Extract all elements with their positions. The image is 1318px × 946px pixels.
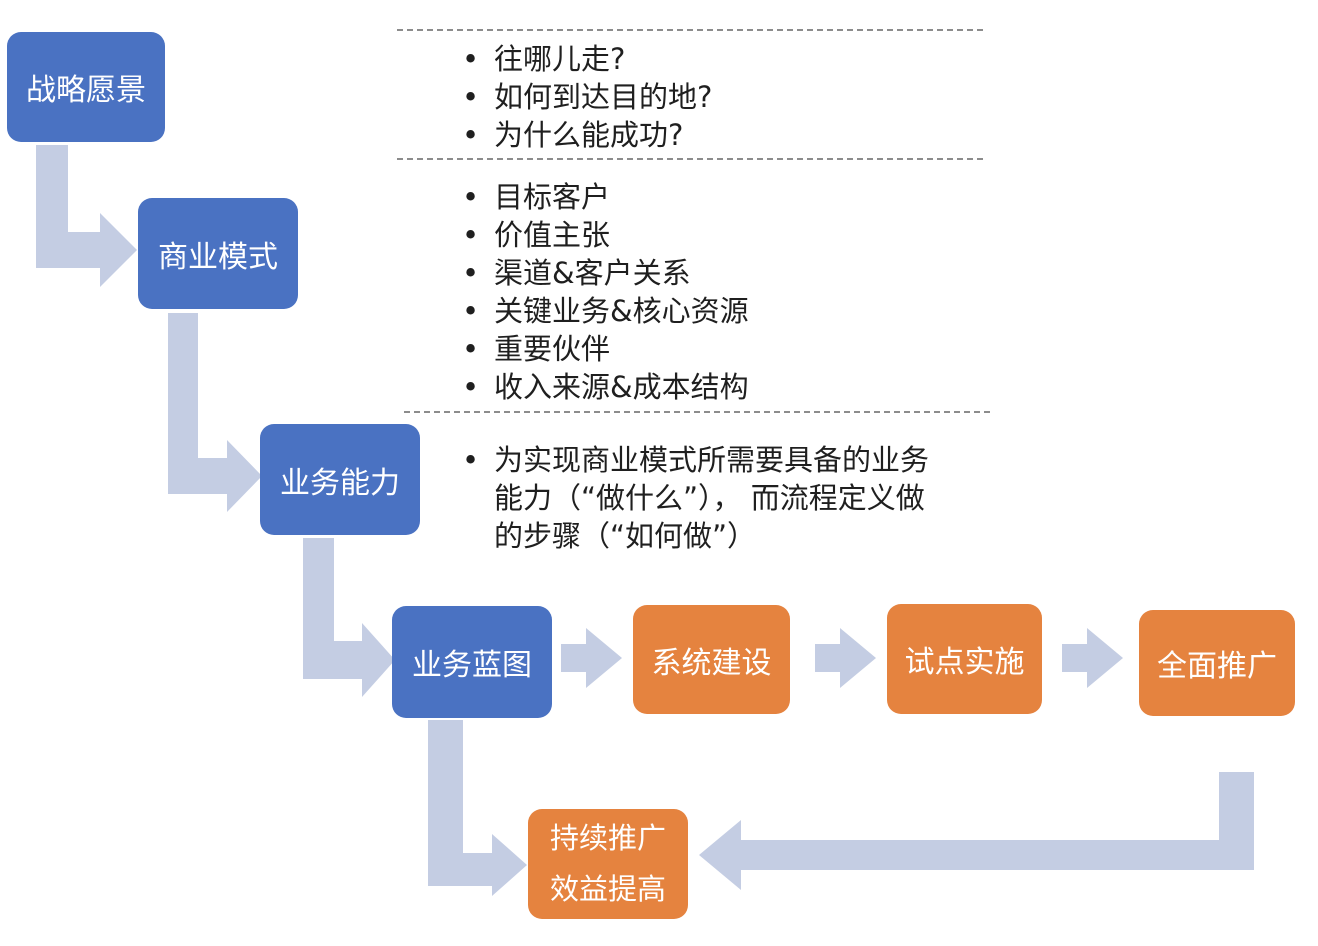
node-strategy-vision: 战略愿景: [7, 32, 165, 142]
arrow-rollout-return: [699, 772, 1254, 890]
separator-middle: [397, 158, 983, 160]
note-item: 渠道&客户关系: [458, 254, 749, 292]
note-item: 目标客户: [458, 178, 749, 216]
separator-top: [397, 29, 983, 31]
arrow-blueprint-to-system: [561, 628, 622, 688]
note-item: 为什么能成功?: [458, 116, 712, 154]
note-item: 如何到达目的地?: [458, 78, 712, 116]
note-capability-line3: 的步骤（“如何做”）: [494, 519, 757, 553]
note-item: 关键业务&核心资源: [458, 292, 749, 330]
arrow-pilot-to-rollout: [1062, 628, 1123, 688]
note-item: 重要伙伴: [458, 330, 749, 368]
node-continuous-promotion: 持续推广 效益提高: [528, 809, 688, 919]
node-continuous-line2: 效益提高: [549, 872, 666, 906]
arrow-system-to-pilot: [815, 628, 876, 688]
note-item: 收入来源&成本结构: [458, 368, 749, 406]
separator-bottom: [404, 411, 990, 413]
node-pilot-implementation: 试点实施: [887, 604, 1042, 714]
node-continuous-line1: 持续推广: [549, 821, 666, 856]
arrow-business-model-to-capability: [168, 313, 262, 512]
notes-strategy: 往哪儿走? 如何到达目的地? 为什么能成功?: [458, 40, 712, 154]
note-item: 价值主张: [458, 216, 749, 254]
arrow-strategy-to-business-model: [36, 145, 137, 287]
node-business-capability: 业务能力: [260, 424, 420, 535]
note-item-capability: 为实现商业模式所需要具备的业务 能力（“做什么”）， 而流程定义做 的步骤（“如…: [458, 441, 929, 555]
arrow-blueprint-to-continuous: [428, 720, 527, 896]
note-capability-line1: 为实现商业模式所需要具备的业务: [494, 443, 930, 477]
node-full-rollout: 全面推广: [1139, 610, 1295, 716]
node-business-model: 商业模式: [138, 198, 298, 309]
node-business-blueprint: 业务蓝图: [392, 606, 552, 718]
notes-capability: 为实现商业模式所需要具备的业务 能力（“做什么”）， 而流程定义做 的步骤（“如…: [458, 441, 929, 555]
note-item: 往哪儿走?: [458, 40, 712, 78]
node-system-construction: 系统建设: [633, 605, 790, 714]
arrow-capability-to-blueprint: [303, 538, 395, 697]
notes-business-model: 目标客户 价值主张 渠道&客户关系 关键业务&核心资源 重要伙伴 收入来源&成本…: [458, 178, 749, 406]
note-capability-line2: 能力（“做什么”）， 而流程定义做: [494, 481, 925, 515]
